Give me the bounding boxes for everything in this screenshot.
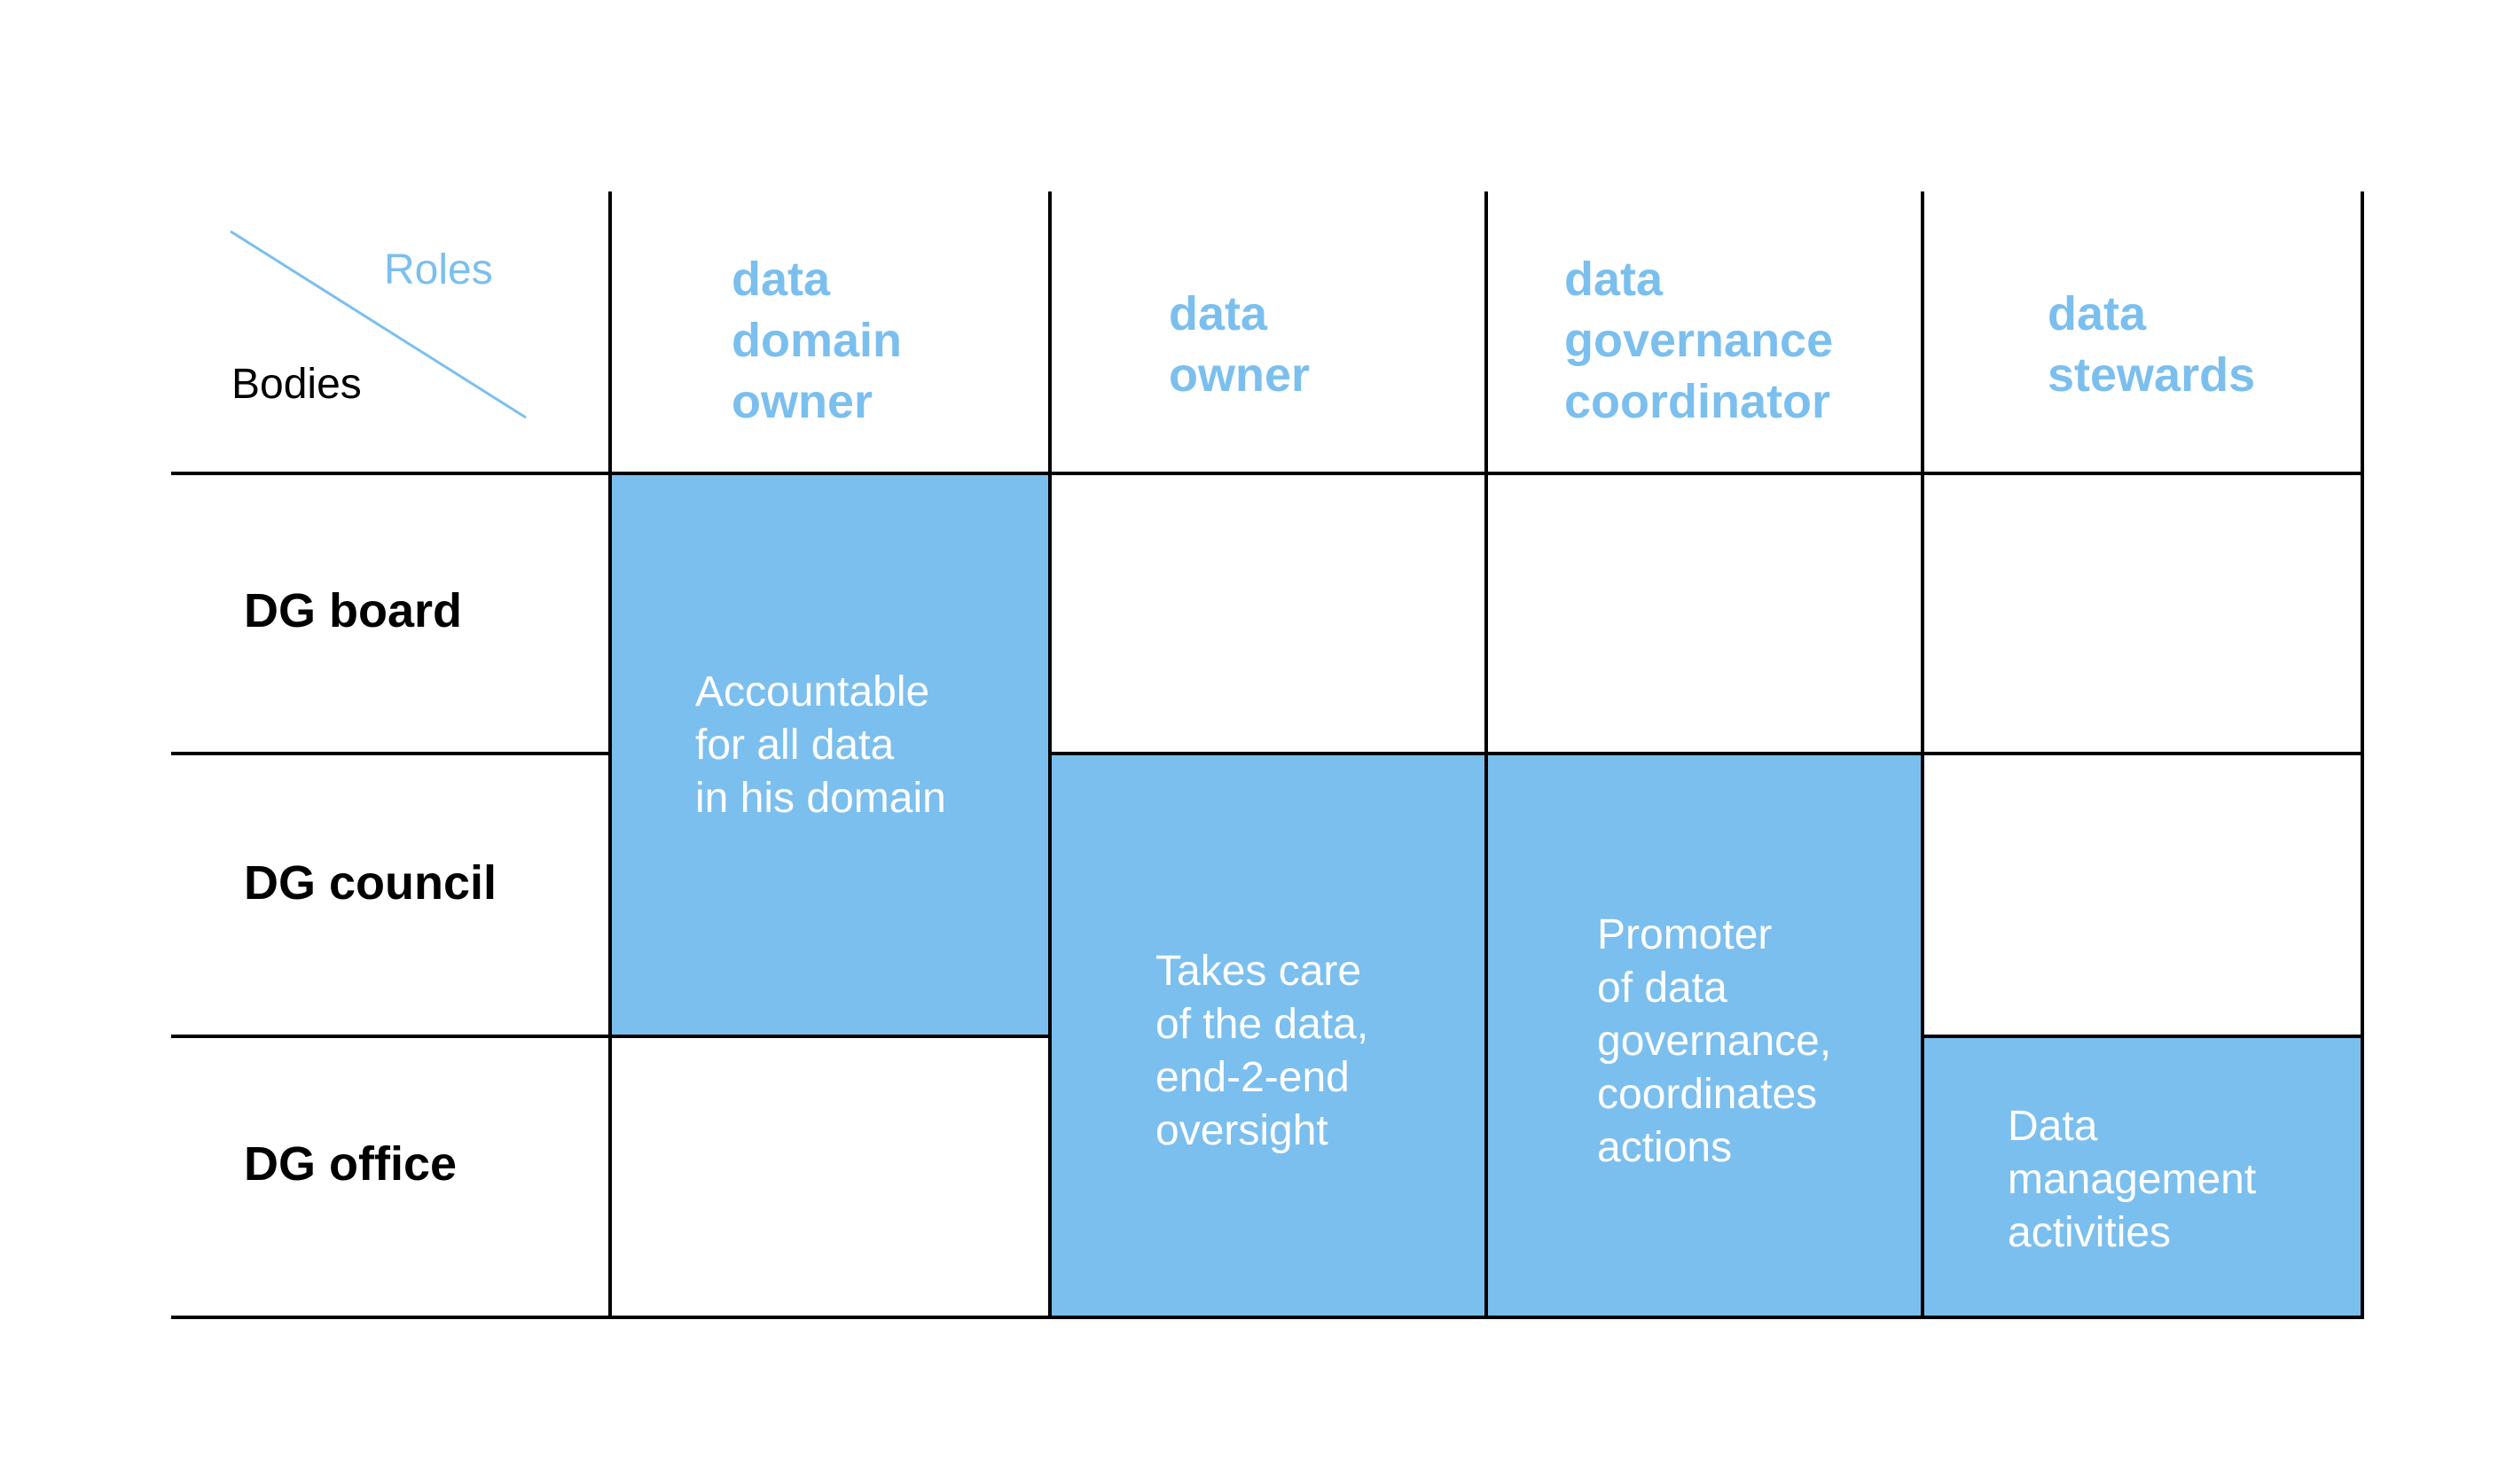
grid-line-table-bottom (171, 1316, 2364, 1319)
role-header-data-stewards: data stewards (2048, 287, 2256, 402)
body-label-dg-council: DG council (244, 856, 497, 910)
responsibility-text-data-owner: Takes care of the data, end-2-end oversi… (1155, 948, 1369, 1154)
body-label-dg-office: DG office (244, 1137, 458, 1191)
grid-line-row1-bottom (1050, 752, 2364, 755)
grid-line-row1-bottom (171, 752, 610, 755)
corner-roles-label: Roles (384, 246, 493, 293)
cell-data-domain-owner-board-council (610, 473, 1050, 1036)
cell-data-owner-council-office (1050, 754, 1486, 1317)
grid-line-col4 (1921, 191, 1924, 1317)
role-header-data-domain-owner: data domain owner (732, 253, 903, 428)
responsibility-text-dg-coordinator: Promoter of data governance, coordinates… (1597, 911, 1832, 1171)
grid-line-row2-bottom (1923, 1035, 2364, 1038)
grid-line-header-bottom (171, 472, 2364, 475)
body-label-dg-board: DG board (244, 584, 463, 637)
grid-line-col2 (1048, 191, 1052, 1317)
role-header-data-owner: data owner (1169, 287, 1311, 402)
cell-data-stewards-office (1923, 1036, 2364, 1317)
corner-bodies-label: Bodies (231, 361, 362, 408)
cell-dg-coordinator-council-office (1486, 754, 1923, 1317)
grid-line-col5 (2361, 191, 2364, 1317)
responsibility-text-data-stewards: Data management activities (2008, 1103, 2257, 1256)
grid-line-col1 (608, 191, 612, 1317)
role-header-data-governance-coordinator: data governance coordinator (1564, 253, 1834, 428)
responsibility-text-data-domain-owner: Accountable for all data in his domain (695, 668, 946, 822)
grid-line-col3 (1484, 191, 1488, 1317)
